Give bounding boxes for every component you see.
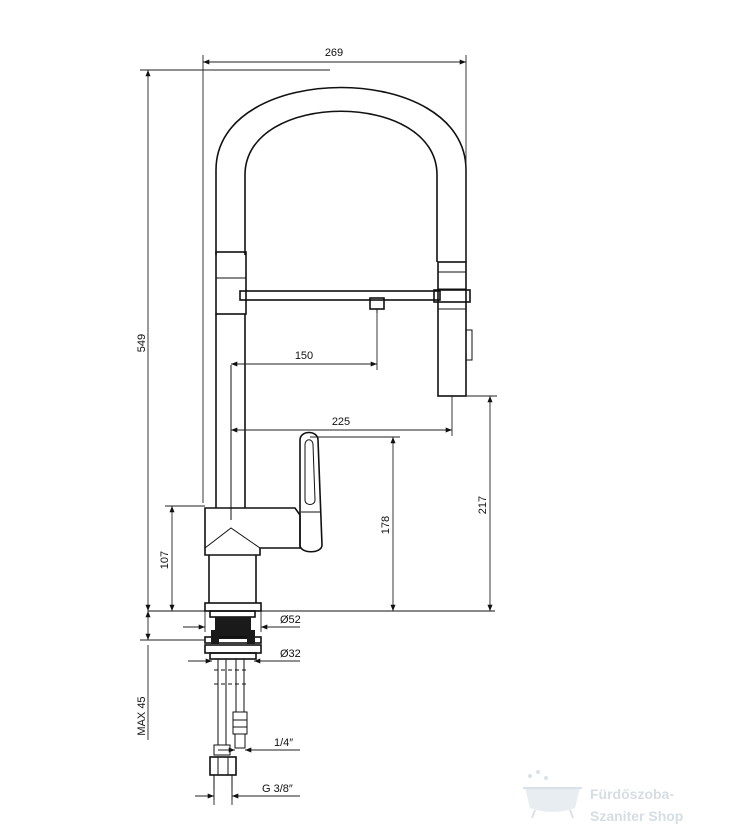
dim-label-107: 107: [159, 551, 171, 569]
dimension-107: 107: [159, 505, 205, 611]
dim-label-549: 549: [136, 334, 148, 352]
dimension-269: 269: [202, 47, 467, 503]
dim-label-hose-quarter: 1/4″: [274, 737, 293, 749]
dimension-150: 150: [231, 313, 378, 370]
dimension-diameter-52: Ø52: [183, 611, 301, 632]
dimension-217: 217: [466, 395, 497, 611]
dimension-thread-3-8: G 3/8″: [195, 783, 300, 805]
dim-label-150: 150: [295, 350, 313, 362]
dim-label-max-45: MAX 45: [136, 696, 148, 735]
dimension-178: 178: [310, 436, 400, 611]
dimension-hose-quarter: 1/4″: [218, 737, 300, 753]
dimension-225: 225: [231, 396, 453, 436]
dim-label-178: 178: [380, 516, 392, 534]
dim-label-269: 269: [325, 47, 343, 59]
dim-label-225: 225: [332, 416, 350, 428]
watermark-line1: Fürdőszoba-: [590, 786, 674, 802]
bathtub-icon: [523, 770, 582, 819]
dim-label-217: 217: [477, 496, 489, 514]
dimension-549: 549: [136, 69, 330, 611]
dimension-max-45: MAX 45: [136, 611, 205, 740]
dim-label-diameter-52: Ø52: [280, 614, 301, 626]
mounting-hardware: [204, 617, 262, 800]
dim-label-thread-3-8: G 3/8″: [262, 783, 293, 795]
watermark-line2: Szaniter Shop: [590, 808, 683, 824]
watermark-logo: Fürdőszoba- Szaniter Shop: [523, 770, 683, 824]
dim-label-diameter-32: Ø32: [280, 648, 301, 660]
dimension-diameter-32: Ø32: [188, 648, 301, 664]
faucet-outline: [204, 86, 473, 618]
